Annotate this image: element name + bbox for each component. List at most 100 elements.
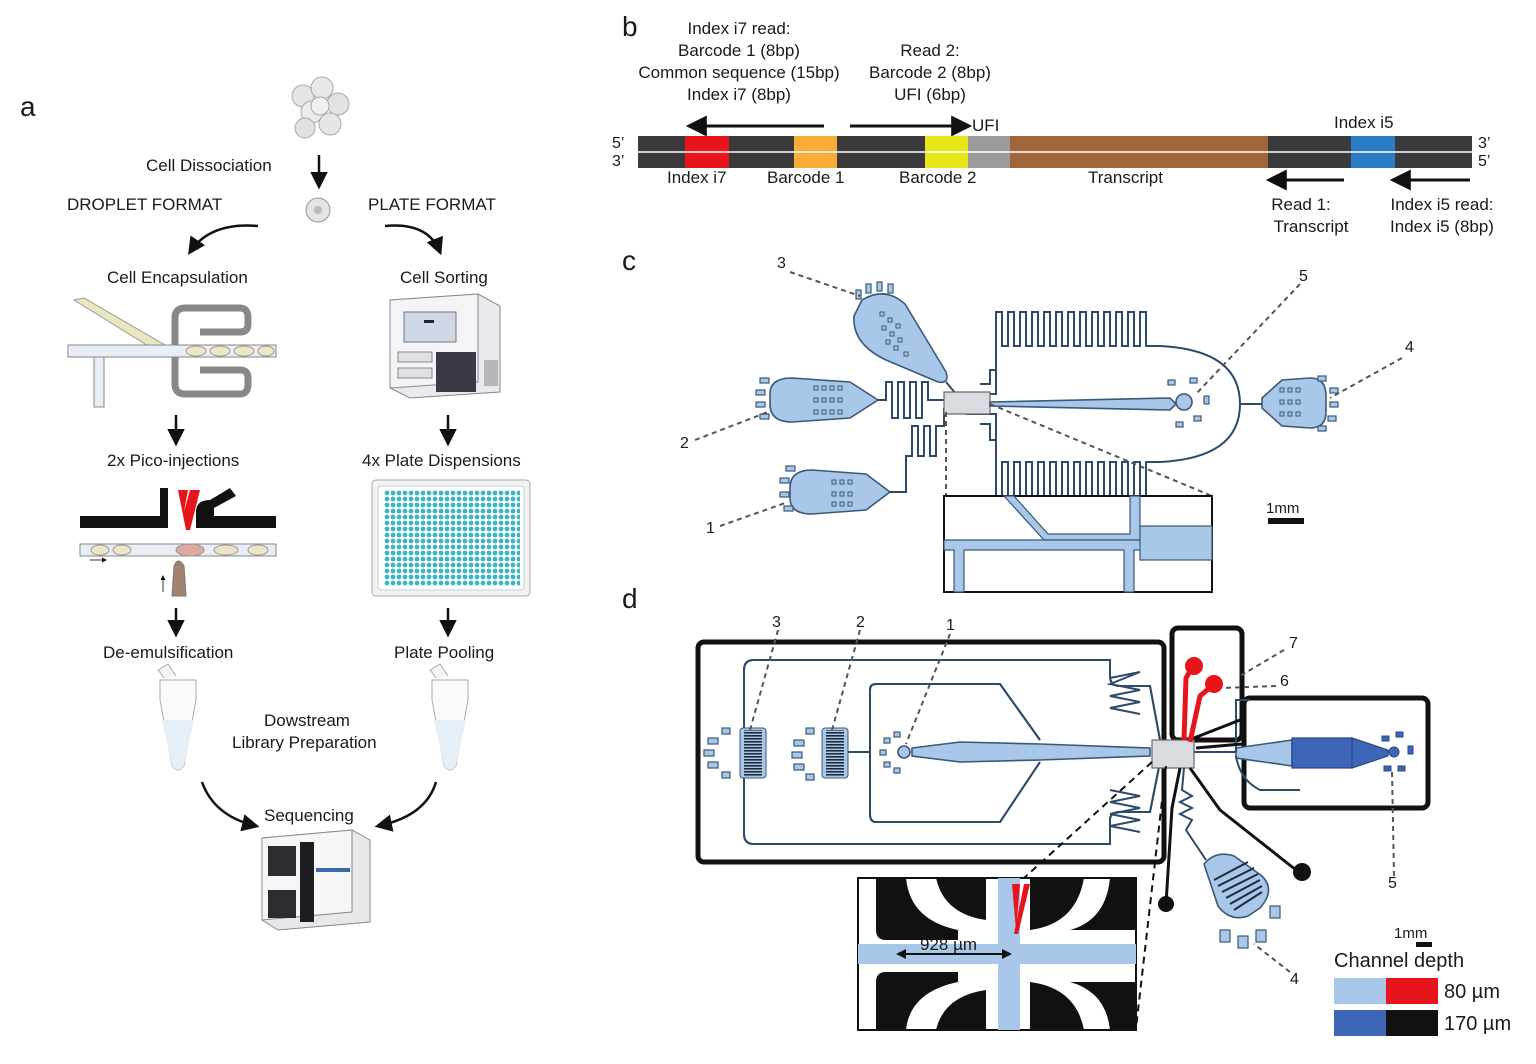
measure-label: 928 µm bbox=[920, 935, 977, 954]
inlet-3-filter bbox=[703, 727, 767, 779]
inlet-2-chamber bbox=[755, 377, 880, 423]
barcode2-label: Barcode 2 bbox=[899, 168, 977, 187]
legend-swatch-shallow-red bbox=[1386, 978, 1438, 1004]
read2-annotation: Read 2: Barcode 2 (8bp) UFI (6bp) bbox=[869, 41, 991, 104]
sequencer-icon bbox=[261, 829, 371, 931]
electrode-leads bbox=[1164, 718, 1297, 905]
plate-pooling-label: Plate Pooling bbox=[394, 643, 494, 662]
callout-number: 4 bbox=[1405, 339, 1414, 356]
single-cell-icon bbox=[305, 197, 331, 223]
callout-number: 1 bbox=[946, 617, 955, 634]
legend-80um: 80 µm bbox=[1444, 981, 1500, 1003]
inlet-1-chamber bbox=[779, 465, 892, 515]
legend-swatch-deep-black bbox=[1386, 1010, 1438, 1036]
inlet-2-filter bbox=[791, 727, 849, 781]
i5-read-line: Index i5 read: bbox=[1390, 195, 1493, 214]
end-3-right: 3’ bbox=[1478, 135, 1490, 152]
red-injector-channels bbox=[1181, 657, 1223, 743]
serpentine-bottom bbox=[1109, 789, 1141, 833]
callout-number: 5 bbox=[1388, 875, 1397, 892]
barcode1-label: Barcode 1 bbox=[767, 168, 845, 187]
ufi-label: UFI bbox=[972, 116, 999, 135]
panel-c: c bbox=[622, 245, 1414, 593]
panel-c-callouts: 3 2 1 5 4 bbox=[680, 255, 1414, 537]
de-emulsification-label: De-emulsification bbox=[103, 643, 233, 662]
panel-b: b Index i7 read: Barcode 1 (8bp) Common … bbox=[612, 11, 1494, 236]
inlet-3-chamber bbox=[853, 281, 948, 384]
legend-swatch-shallow-blue bbox=[1334, 978, 1386, 1004]
panel-c-label: c bbox=[622, 245, 636, 276]
index-i7-label: Index i7 bbox=[667, 168, 727, 187]
depth-legend: 80 µm 170 µm bbox=[1334, 978, 1511, 1036]
legend-title: Channel depth bbox=[1334, 950, 1464, 972]
panel-d: d bbox=[622, 583, 1511, 1036]
transcript-label: Transcript bbox=[1088, 168, 1163, 187]
read2-line: Read 2: bbox=[900, 41, 960, 60]
i7-read-annotation: Index i7 read: Barcode 1 (8bp) Common se… bbox=[638, 19, 839, 104]
electrode-frame-top bbox=[1169, 625, 1245, 743]
end-3-left: 3’ bbox=[612, 153, 624, 170]
downstream-label-line2: Library Preparation bbox=[232, 733, 377, 752]
panel-d-scale-label: 1mm bbox=[1394, 925, 1427, 942]
outlet-4-chamber bbox=[1261, 375, 1339, 432]
droplet-format-label: DROPLET FORMAT bbox=[67, 195, 222, 214]
callout-number: 2 bbox=[856, 614, 865, 631]
sequencing-label: Sequencing bbox=[264, 806, 354, 825]
cell-sorter-icon bbox=[389, 293, 501, 399]
legend-170um: 170 µm bbox=[1444, 1013, 1511, 1035]
i7-read-line: Barcode 1 (8bp) bbox=[678, 41, 800, 60]
panel-a: a Cell Dissociation DROPLET FORMAT PLATE… bbox=[20, 76, 531, 931]
callout-number: 6 bbox=[1280, 673, 1289, 690]
panel-c-junction-box bbox=[943, 391, 991, 415]
callout-number: 3 bbox=[772, 614, 781, 631]
i5-read-line: Index i5 (8bp) bbox=[1390, 217, 1494, 236]
i7-read-line: Common sequence (15bp) bbox=[638, 63, 839, 82]
electrode-pad bbox=[1158, 896, 1174, 912]
panel-d-label: d bbox=[622, 583, 638, 614]
pico-injector-icon bbox=[79, 488, 277, 597]
cell-dissociation-label: Cell Dissociation bbox=[146, 156, 272, 175]
read2-line: Barcode 2 (8bp) bbox=[869, 63, 991, 82]
outlet-5-port bbox=[1175, 393, 1193, 411]
outlet-5-channel bbox=[989, 397, 1178, 411]
tube-icon-left bbox=[157, 663, 197, 771]
read2-line: UFI (6bp) bbox=[894, 85, 966, 104]
library-construct bbox=[638, 136, 1472, 168]
panel-d-channels bbox=[743, 659, 1161, 845]
cell-cluster-icon bbox=[291, 76, 350, 139]
plate-dispensions-label: 4x Plate Dispensions bbox=[362, 451, 521, 470]
legend-swatch-deep-blue bbox=[1334, 1010, 1386, 1036]
cell-encapsulation-label: Cell Encapsulation bbox=[107, 268, 248, 287]
outlet-4-region bbox=[1177, 767, 1281, 949]
serpentine-top bbox=[1106, 671, 1141, 715]
panel-d-scale-bar bbox=[1416, 942, 1432, 947]
callout-number: 2 bbox=[680, 435, 689, 452]
panel-b-label: b bbox=[622, 11, 638, 42]
panel-d-junction-box bbox=[1151, 739, 1195, 769]
outlet-5-region bbox=[1194, 699, 1414, 791]
panel-c-scale-label: 1mm bbox=[1266, 500, 1299, 517]
callout-number: 4 bbox=[1290, 971, 1299, 988]
index-i5-top-label: Index i5 bbox=[1334, 113, 1394, 132]
read1-line: Read 1: bbox=[1271, 195, 1331, 214]
pico-injections-label: 2x Pico-injections bbox=[107, 451, 239, 470]
cell-sorting-label: Cell Sorting bbox=[400, 268, 488, 287]
panel-c-scale-bar bbox=[1268, 518, 1304, 524]
deep-blue-channel bbox=[1291, 737, 1353, 769]
panel-d-callouts: 3 2 1 7 6 5 4 bbox=[749, 614, 1397, 988]
electrode-pad bbox=[1293, 863, 1311, 881]
panel-a-label: a bbox=[20, 91, 36, 122]
read1-line: Transcript bbox=[1274, 217, 1349, 236]
i7-read-line: Index i7 read: bbox=[687, 19, 790, 38]
droplet-generator-icon bbox=[67, 297, 277, 408]
outlet-5-pillars bbox=[1167, 377, 1210, 428]
panel-d-zoom-inset: 928 µm bbox=[857, 761, 1167, 1031]
well-plate-icon bbox=[371, 479, 531, 597]
inlet-1-pillars bbox=[879, 731, 901, 774]
callout-number: 7 bbox=[1289, 635, 1298, 652]
panel-c-zoom-inset bbox=[943, 403, 1213, 593]
callout-number: 3 bbox=[777, 255, 786, 272]
callout-number: 1 bbox=[706, 520, 715, 537]
callout-number: 5 bbox=[1299, 268, 1308, 285]
